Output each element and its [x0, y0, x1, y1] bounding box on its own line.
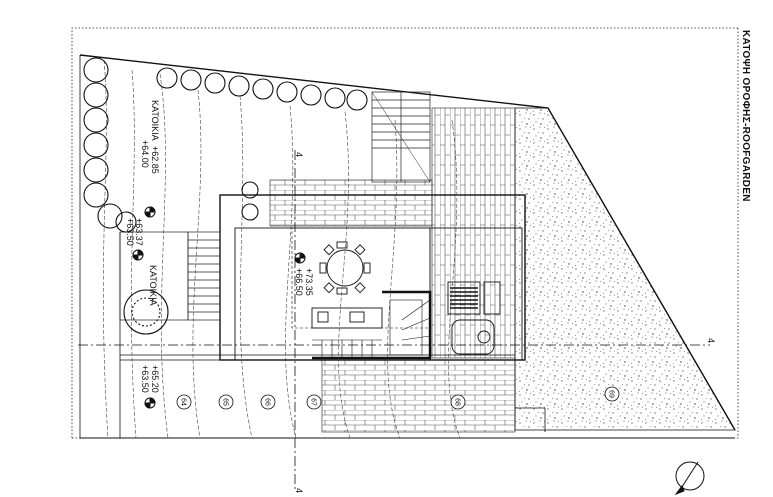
kitchen-counter [311, 307, 383, 329]
tree-row-left [83, 57, 137, 233]
north-arrow-icon [674, 461, 705, 496]
contour-labels [176, 386, 620, 410]
level-markers [132, 206, 306, 409]
label-level: +64.00 [140, 140, 150, 168]
drawing-title: ΚΑΤΟΨΗ ΟΡΟΦΗΣ-ROOFGARDEN [740, 30, 751, 202]
inner-stair [312, 290, 432, 360]
left-stairs [119, 231, 221, 321]
contour-label: 65 [222, 398, 229, 406]
section-mark-top: 4 [294, 152, 304, 157]
section-lines [78, 150, 710, 490]
label-level: +62.85 [150, 146, 160, 174]
upper-stair [371, 91, 431, 183]
contour-label: 64 [180, 398, 187, 406]
trees-small [123, 181, 259, 335]
contour-label: 68 [454, 398, 461, 406]
site-walls [119, 232, 546, 438]
label-level: +63.37 [134, 218, 144, 246]
contour-lines [103, 59, 461, 439]
section-mark-bottom: 4 [294, 488, 304, 493]
contour-label: 67 [310, 398, 317, 406]
roof-furniture [447, 281, 501, 355]
tree-row-top [156, 67, 368, 111]
label-katoikia: ΚΑΤΟΙΚΙΑ [150, 100, 160, 141]
label-level: +63.50 [140, 365, 150, 393]
label-level: +65.20 [150, 365, 160, 393]
elevation-labels: ΚΑΤΟΙΚΙΑ +62.85 +64.00 +63.37 +63.50 +73… [125, 100, 314, 393]
label-katoikia: ΚΑΤΟΙΚΙΑ [148, 265, 158, 306]
contour-label-text: 64 65 66 67 68 69 [180, 390, 615, 406]
label-level: +63.50 [125, 218, 135, 246]
contour-label: 66 [264, 398, 271, 406]
round-table [319, 241, 371, 295]
section-marks: 4 4 4 [294, 152, 716, 493]
label-level: +66.50 [294, 268, 304, 296]
contour-label: 69 [608, 390, 615, 398]
gravel-garden [514, 107, 736, 431]
paved-areas [269, 107, 516, 433]
label-level: +73.35 [304, 268, 314, 296]
section-mark-right: 4 [706, 338, 716, 343]
